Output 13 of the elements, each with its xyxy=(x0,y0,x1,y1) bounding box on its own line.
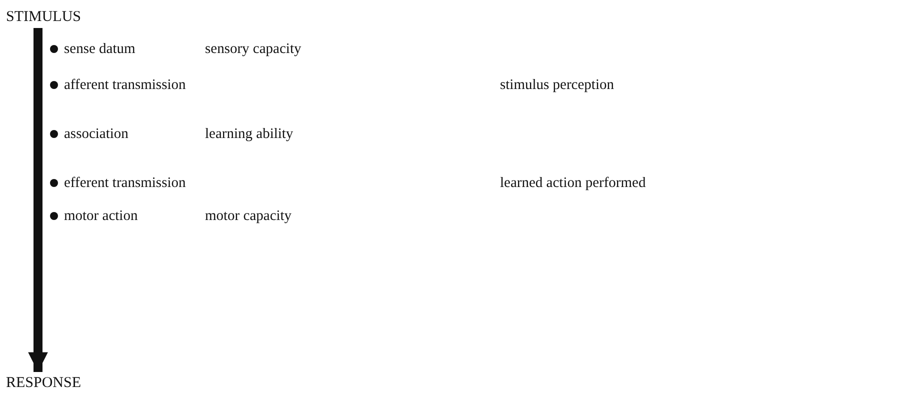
bullet-item: sense datum xyxy=(50,40,136,58)
bullet-item: association xyxy=(50,125,128,143)
label-text: learned action performed xyxy=(500,174,646,192)
heading-text: STIMULUS xyxy=(4,6,84,28)
label-text: sensory capacity xyxy=(205,40,302,58)
bullet-item: efferent transmission xyxy=(50,174,186,192)
arrow xyxy=(28,28,48,372)
label-text: motor capacity xyxy=(205,207,292,225)
label-text: stimulus perception xyxy=(500,76,614,94)
label-text: learning ability xyxy=(205,125,294,143)
bullet-item: afferent transmission xyxy=(50,76,186,94)
bullet-item: motor action xyxy=(50,207,138,225)
heading-text: RESPONSE xyxy=(4,372,84,394)
